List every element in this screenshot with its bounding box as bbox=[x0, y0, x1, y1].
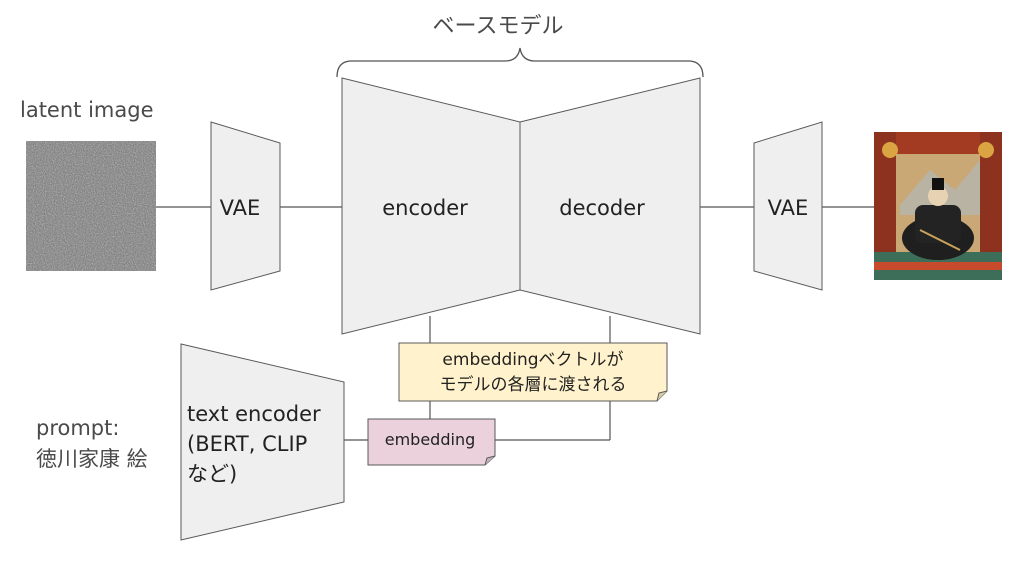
annotation-note bbox=[398, 342, 668, 402]
decoder-block bbox=[519, 77, 701, 335]
embedding-box bbox=[367, 418, 496, 466]
note-line-1: embeddingベクトルが bbox=[442, 350, 623, 370]
latent-image-label: latent image bbox=[20, 98, 154, 122]
latent-noise-image bbox=[26, 141, 156, 271]
text-encoder-line-3: など) bbox=[187, 462, 237, 486]
embedding-label: embedding bbox=[385, 430, 475, 449]
vae-decoder-block bbox=[753, 121, 823, 291]
prompt-label: prompt: bbox=[36, 416, 119, 440]
base-model-label: ベースモデル bbox=[433, 14, 564, 39]
vae-encoder-block bbox=[210, 121, 281, 291]
encoder-label: encoder bbox=[382, 196, 468, 220]
note-line-2: モデルの各層に渡される bbox=[440, 374, 627, 395]
text-encoder-line-2: (BERT, CLIP bbox=[187, 432, 307, 456]
connector-lines bbox=[156, 206, 874, 441]
prompt-text: 徳川家康 絵 bbox=[36, 447, 148, 471]
vae-right-label: VAE bbox=[768, 196, 809, 220]
vae-left-label: VAE bbox=[220, 196, 261, 220]
decoder-label: decoder bbox=[559, 196, 645, 220]
base-model-brace bbox=[336, 47, 704, 78]
text-encoder-line-1: text encoder bbox=[187, 402, 321, 426]
text-encoder-block bbox=[180, 343, 345, 541]
output-portrait-image bbox=[874, 132, 1002, 280]
